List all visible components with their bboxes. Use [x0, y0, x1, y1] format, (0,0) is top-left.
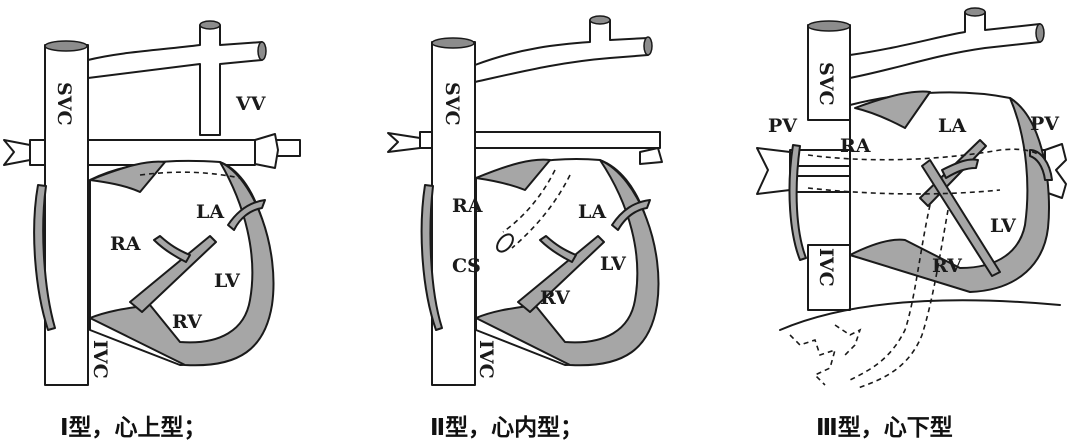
caval-column [807, 20, 851, 311]
label-la: LA [578, 201, 606, 223]
label-lv: LV [990, 215, 1017, 237]
panel-type1: SVC VV LA RA LV RV IVC Ⅰ型，心上型； [3, 20, 301, 441]
label-ra: RA [840, 135, 871, 157]
label-cs: CS [452, 255, 481, 277]
label-lv: LV [600, 253, 627, 275]
superior-vessels [474, 15, 653, 83]
pulmonary-veins [387, 131, 663, 165]
label-rv: RV [172, 311, 203, 333]
label-pv-left: PV [768, 115, 798, 137]
panel-type2: SVC RA LA CS LV RV IVC Ⅱ型，心内型； [387, 15, 663, 441]
label-ra: RA [452, 195, 483, 217]
label-ivc: IVC [475, 340, 497, 379]
label-lv: LV [214, 270, 241, 292]
label-la: LA [938, 115, 966, 137]
pulmonary-veins [3, 133, 301, 169]
panel-type3: SVC PV LA PV RA LV IVC RV Ⅲ型，心下型 [756, 7, 1067, 441]
vertical-vein [87, 20, 267, 136]
caption-type1: Ⅰ型，心上型； [60, 415, 207, 441]
label-ivc: IVC [89, 340, 111, 379]
label-svc: SVC [815, 62, 837, 106]
caption-type3: Ⅲ型，心下型 [816, 415, 953, 441]
diaphragm [779, 299, 1061, 386]
label-rv: RV [540, 287, 571, 309]
label-la: LA [196, 201, 224, 223]
label-ra: RA [110, 233, 141, 255]
label-pv-right: PV [1030, 113, 1060, 135]
label-rv: RV [932, 255, 963, 277]
heart [788, 90, 1053, 389]
heart [33, 159, 275, 367]
label-vv: VV [235, 93, 267, 115]
heart [420, 158, 660, 367]
label-ivc: IVC [815, 248, 837, 287]
caption-type2: Ⅱ型，心内型； [430, 415, 583, 441]
label-svc: SVC [441, 82, 463, 126]
caval-column [44, 40, 89, 386]
superior-vessels [849, 7, 1045, 79]
label-svc: SVC [53, 82, 75, 126]
